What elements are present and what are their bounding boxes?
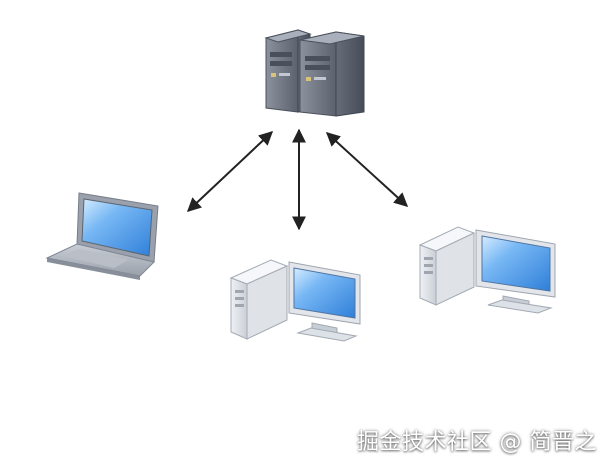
server-rack-icon xyxy=(264,29,365,117)
laptop-icon xyxy=(45,192,159,280)
desktop-computer-icon xyxy=(418,226,556,314)
desktop-computer-icon xyxy=(229,259,361,342)
arrow-server-desktop-right xyxy=(325,132,409,207)
watermark-text: 掘金技术社区 @ 简晋之 xyxy=(357,430,597,455)
arrow-server-laptop xyxy=(186,131,274,212)
